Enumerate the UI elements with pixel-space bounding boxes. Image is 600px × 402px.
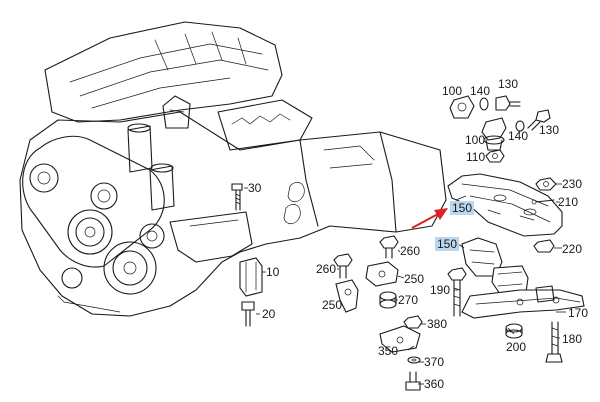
- part-140-top[interactable]: [479, 97, 489, 111]
- part-20-bolt[interactable]: [241, 301, 260, 327]
- label-100-b[interactable]: 100: [465, 133, 485, 147]
- label-180[interactable]: 180: [562, 332, 582, 346]
- part-30-bolt[interactable]: [231, 183, 248, 211]
- part-370-washer[interactable]: [407, 356, 421, 364]
- part-220-bolt[interactable]: [533, 239, 555, 253]
- label-260-a[interactable]: 260: [316, 262, 336, 276]
- part-110-nut[interactable]: [485, 149, 505, 163]
- red-arrow-icon: [411, 208, 448, 229]
- label-380[interactable]: 380: [427, 317, 447, 331]
- part-170-crossbar[interactable]: [461, 285, 585, 319]
- part-210-pin[interactable]: [531, 199, 555, 205]
- part-250-bracket-left[interactable]: [335, 279, 359, 313]
- label-140-b[interactable]: 140: [508, 129, 528, 143]
- part-200-washer[interactable]: [505, 323, 523, 339]
- part-360-bolt[interactable]: [405, 371, 421, 391]
- part-260-bolt-left[interactable]: [333, 253, 353, 279]
- label-210[interactable]: 210: [558, 195, 578, 209]
- label-230[interactable]: 230: [562, 177, 582, 191]
- label-150-a[interactable]: 150: [452, 201, 472, 215]
- part-350-bracket[interactable]: [379, 325, 421, 353]
- label-250-b[interactable]: 250: [322, 298, 342, 312]
- label-190[interactable]: 190: [430, 283, 450, 297]
- engine-assembly: [19, 21, 447, 317]
- label-20[interactable]: 20: [262, 307, 276, 321]
- label-110[interactable]: 110: [466, 150, 485, 164]
- part-10-mount[interactable]: [239, 257, 266, 297]
- label-130-a[interactable]: 130: [498, 77, 518, 91]
- part-130-top[interactable]: [495, 95, 521, 111]
- label-250-a[interactable]: 250: [404, 272, 424, 286]
- label-140-a[interactable]: 140: [470, 84, 490, 98]
- label-360[interactable]: 360: [424, 377, 444, 391]
- label-130-b[interactable]: 130: [539, 123, 559, 137]
- label-350[interactable]: 350: [378, 344, 398, 358]
- part-100-mid[interactable]: [481, 117, 507, 151]
- label-150-b-highlight: [435, 237, 459, 251]
- part-230-nut[interactable]: [535, 177, 557, 191]
- leader-lines: [337, 183, 566, 385]
- label-270[interactable]: 270: [398, 293, 418, 307]
- part-260-bolt-right[interactable]: [379, 235, 399, 259]
- label-150-a-highlight: [450, 201, 474, 215]
- part-130-mid[interactable]: [527, 109, 551, 131]
- part-140-mid[interactable]: [515, 120, 525, 132]
- label-30[interactable]: 30: [248, 181, 262, 195]
- part-190-bolt[interactable]: [447, 267, 467, 317]
- label-370[interactable]: 370: [424, 355, 444, 369]
- label-100-a[interactable]: 100: [442, 84, 462, 98]
- part-380-bolt[interactable]: [403, 315, 423, 329]
- label-170[interactable]: 170: [568, 306, 588, 320]
- label-260-b[interactable]: 260: [400, 244, 420, 258]
- label-200[interactable]: 200: [506, 340, 526, 354]
- part-250-bracket-right[interactable]: [365, 261, 399, 287]
- part-100-top[interactable]: [449, 95, 475, 119]
- label-150-b[interactable]: 150: [437, 237, 457, 251]
- part-270-spacer[interactable]: [379, 291, 397, 309]
- label-10[interactable]: 10: [266, 265, 280, 279]
- part-180-bolt[interactable]: [545, 321, 563, 363]
- label-220[interactable]: 220: [562, 242, 582, 256]
